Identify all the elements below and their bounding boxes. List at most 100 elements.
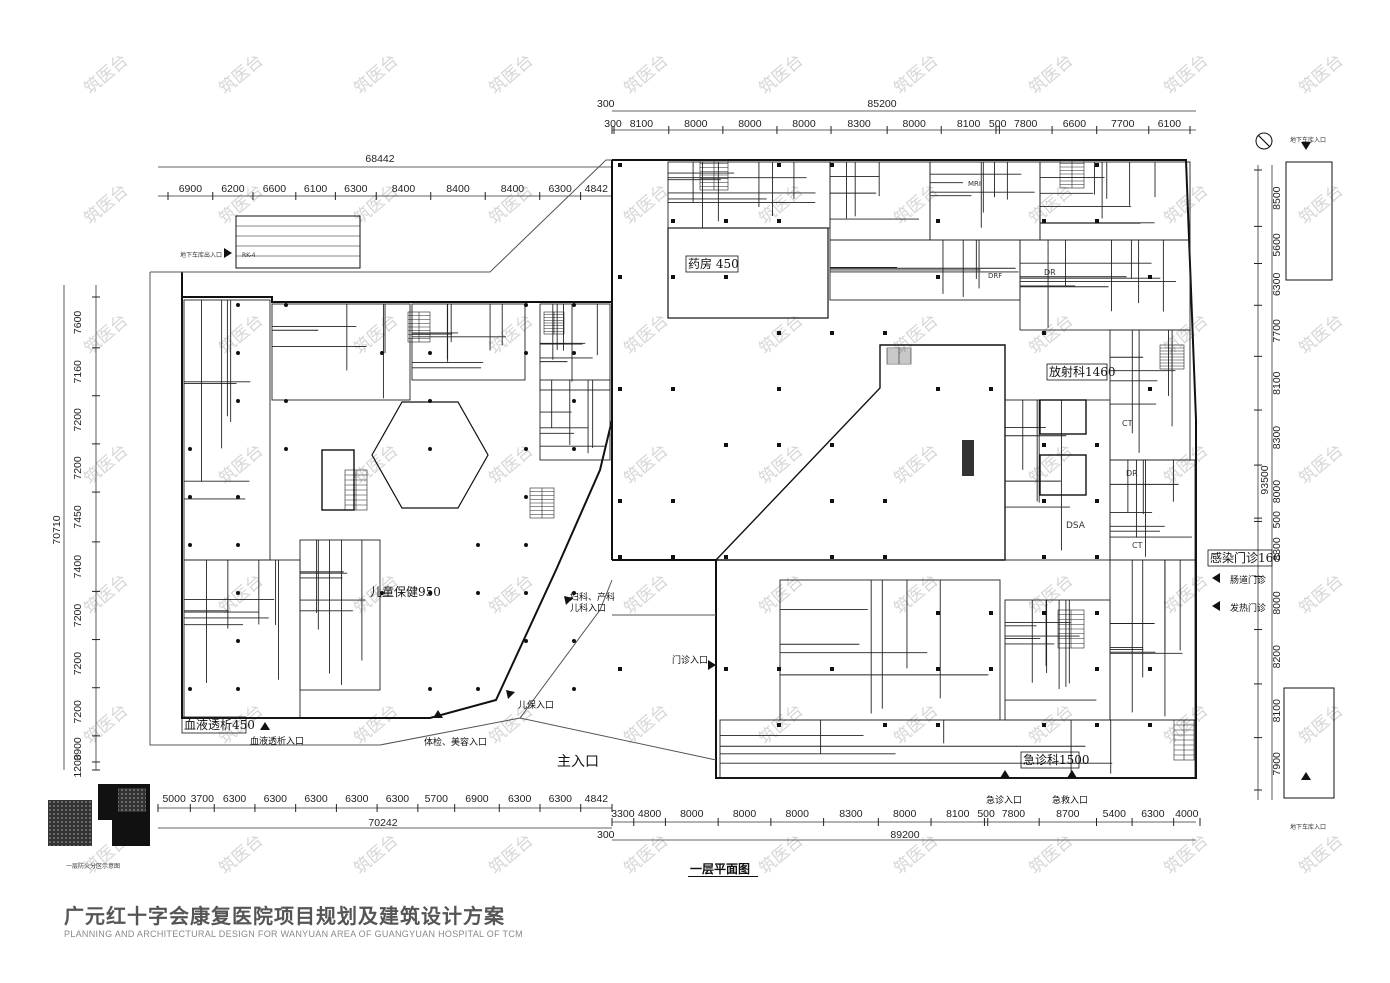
- dim-left-bottom-seg-4: 6300: [304, 793, 328, 805]
- dim-left-top-seg-0: 6900: [179, 183, 203, 195]
- dim-left-vert-seg-9: 3900: [72, 737, 84, 761]
- watermark-text: 筑医台: [620, 571, 672, 619]
- dim-right-bottom-seg-1: 4800: [638, 808, 662, 820]
- watermark-text: 筑医台: [485, 571, 537, 619]
- dim-right-bottom-seg-2: 8000: [680, 808, 704, 820]
- entrance-arrow-icon: [1212, 601, 1220, 611]
- watermark-text: 筑医台: [1160, 831, 1212, 879]
- entrance-arrow-icon: [260, 722, 270, 730]
- dim-left-vert-seg-1: 7160: [72, 360, 84, 384]
- entrance-arrow-icon: [224, 248, 232, 258]
- watermark-text: 筑医台: [1295, 441, 1347, 489]
- project-title-zh: 广元红十字会康复医院项目规划及建筑设计方案: [64, 904, 505, 928]
- dim-left-top-seg-6: 8400: [446, 183, 470, 195]
- dim-left-vert-seg-3: 7200: [72, 456, 84, 480]
- watermark-text: 筑医台: [620, 181, 672, 229]
- dim-right-vertical-total: 93500: [1259, 465, 1271, 494]
- dim-left-top-seg-7: 8400: [501, 183, 525, 195]
- label-exam-entrance: 体检、美容入口: [424, 736, 487, 748]
- dim-right-top-seg-7: 8100: [957, 118, 981, 130]
- watermark-text: 筑医台: [755, 571, 807, 619]
- label-drf: DRF: [988, 272, 1002, 280]
- label-emergency-entrance: 急诊入口: [986, 794, 1022, 806]
- dim-right-top-seg-9: 7800: [1014, 118, 1038, 130]
- dim-right-top-seg-0: 300: [604, 118, 622, 130]
- watermark-text: 筑医台: [1160, 441, 1212, 489]
- label-radiology: 放射科1460: [1049, 364, 1116, 379]
- dim-right-vert-seg-10: 8200: [1271, 645, 1283, 669]
- label-dialysis: 血液透析450: [184, 717, 255, 732]
- watermark-text: 筑医台: [1025, 701, 1077, 749]
- dim-right-bottom-seg-3: 8000: [733, 808, 757, 820]
- watermark-text: 筑医台: [755, 831, 807, 879]
- watermark-text: 筑医台: [350, 701, 402, 749]
- watermark-text: 筑医台: [215, 571, 267, 619]
- dim-left-top-seg-3: 6100: [304, 183, 328, 195]
- label-rk: RK-4: [242, 252, 256, 259]
- dim-right-vert-seg-2: 6300: [1271, 273, 1283, 297]
- dim-left-top-total: 68442: [365, 153, 394, 165]
- dim-left-vert-seg-6: 7200: [72, 604, 84, 628]
- watermark-text: 筑医台: [755, 701, 807, 749]
- entrance-arrow-icon: [564, 596, 573, 605]
- dim-right-bottom-seg-12: 6300: [1141, 808, 1165, 820]
- drawing-title: 一层平面图: [690, 862, 751, 876]
- dim-right-vert-seg-7: 500: [1271, 511, 1283, 529]
- watermark-text: 筑医台: [620, 441, 672, 489]
- watermark-text: 筑医台: [80, 701, 132, 749]
- dim-right-vert-seg-8: 8300: [1271, 537, 1283, 561]
- label-fever-clinic: 发热门诊: [1230, 602, 1266, 614]
- dim-right-top-seg-2: 8000: [684, 118, 708, 130]
- watermark-text: 筑医台: [350, 831, 402, 879]
- dim-right-bottom-seg-4: 8000: [786, 808, 810, 820]
- dim-right-top-seg-12: 6100: [1158, 118, 1182, 130]
- dim-right-vert-seg-3: 7700: [1271, 319, 1283, 343]
- dim-right-vert-seg-0: 8500: [1271, 186, 1283, 210]
- dim-left-bottom-seg-11: 4842: [585, 793, 609, 805]
- dim-right-bottom-seg-8: 500: [977, 808, 995, 820]
- watermark-text: 筑医台: [890, 311, 942, 359]
- dim-left-bottom-seg-6: 6300: [386, 793, 410, 805]
- dim-right-bottom-seg-10: 8700: [1056, 808, 1080, 820]
- watermark-text: 筑医台: [620, 831, 672, 879]
- dim-left-top-seg-9: 4842: [585, 183, 609, 195]
- dim-right-vert-seg-4: 8100: [1271, 371, 1283, 395]
- dim-right-top-seg-8: 500: [989, 118, 1007, 130]
- label-emergency: 急诊科1500: [1023, 752, 1090, 767]
- dim-left-vert-seg-10: 1200: [72, 754, 84, 778]
- equipment-blocks: [321, 399, 1087, 511]
- dim-right-bottom-seg-13: 4000: [1175, 808, 1199, 820]
- watermark-text: 筑医台: [350, 311, 402, 359]
- entrance-arrow-icon: [506, 690, 515, 699]
- dim-right-top-seg-11: 7700: [1111, 118, 1135, 130]
- dim-left-bottom-seg-1: 3700: [191, 793, 215, 805]
- dim-left-bottom-seg-7: 5700: [425, 793, 449, 805]
- watermark-text: 筑医台: [485, 831, 537, 879]
- dim-left-vert-seg-0: 7600: [72, 311, 84, 335]
- dim-right-top-seg-1: 8100: [630, 118, 654, 130]
- dim-left-vert-seg-5: 7400: [72, 555, 84, 579]
- watermark-text: 筑医台: [1025, 831, 1077, 879]
- project-title-en: PLANNING AND ARCHITECTURAL DESIGN FOR WA…: [64, 929, 523, 939]
- dim-left-bottom-seg-2: 6300: [223, 793, 247, 805]
- fire-zone-caption: 一层防火分区示意图: [66, 863, 121, 870]
- dim-left-bottom-seg-9: 6300: [508, 793, 532, 805]
- watermark-text: 筑医台: [1295, 51, 1347, 99]
- dim-left-bottom-seg-0: 5000: [162, 793, 186, 805]
- watermark-text: 筑医台: [755, 441, 807, 489]
- dimension-lines: [63, 110, 1273, 841]
- watermark-text: 筑医台: [1295, 571, 1347, 619]
- label-childcare-entrance: 儿保入口: [518, 699, 554, 711]
- label-dialysis-entrance: 血液透析入口: [250, 735, 304, 747]
- dim-left-bottom-seg-8: 6900: [465, 793, 489, 805]
- dim-right-top-lead: 300: [597, 98, 615, 110]
- label-women-children-entrance-1: 妇科、产科: [570, 591, 615, 603]
- entrance-arrow-icon: [1067, 770, 1077, 778]
- watermark-text: 筑医台: [620, 311, 672, 359]
- dim-right-top-total: 85200: [867, 98, 896, 110]
- dim-right-top-seg-6: 8000: [903, 118, 927, 130]
- watermark-text: 筑医台: [890, 181, 942, 229]
- dim-left-vert-seg-2: 7200: [72, 408, 84, 432]
- watermark-text: 筑医台: [215, 831, 267, 879]
- dim-left-top-seg-4: 6300: [344, 183, 368, 195]
